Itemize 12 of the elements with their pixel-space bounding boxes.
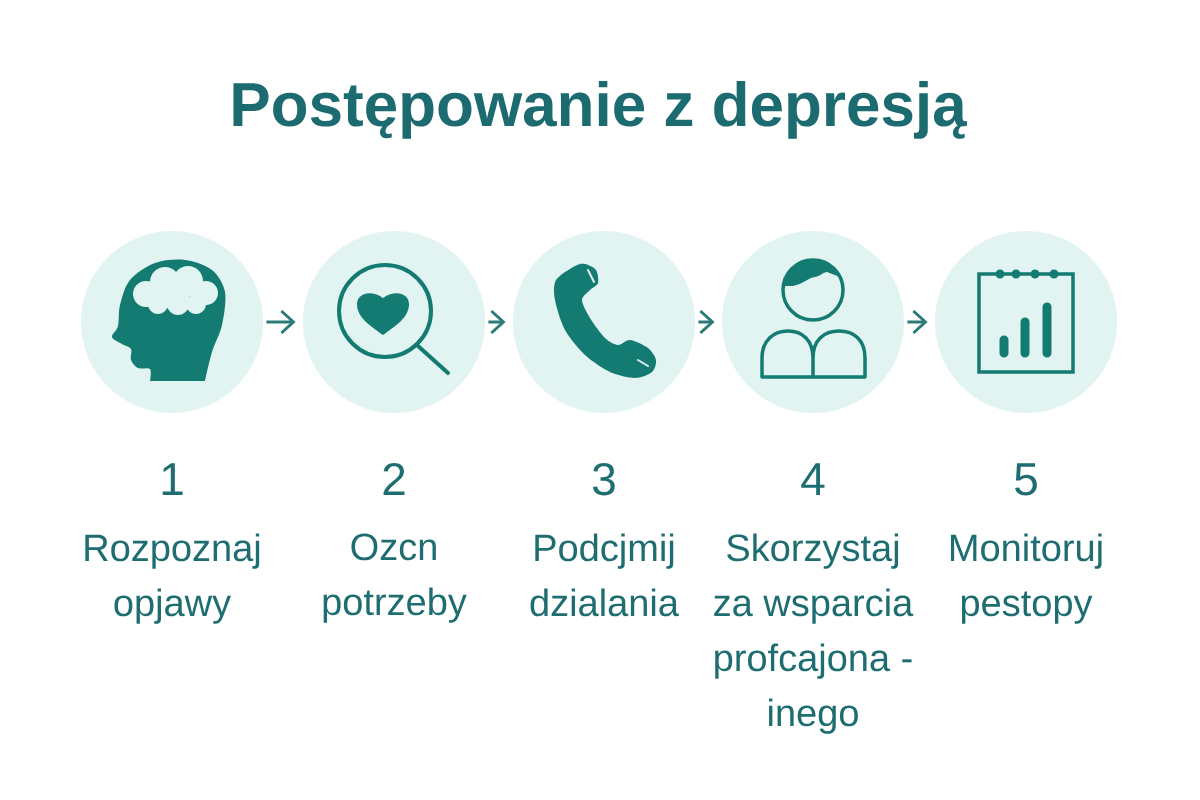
- step-label: Podcjmij dzialania: [530, 533, 679, 617]
- title: Postępowanie z depresją: [233, 81, 968, 139]
- step-label: Rozpoznaj opjawy: [85, 533, 260, 624]
- step-label: Skorzystaj za wsparcia profcajona - inego: [714, 533, 914, 734]
- step-number: 2: [383, 462, 405, 495]
- arrow: [266, 309, 296, 335]
- step-number: 1: [162, 463, 183, 495]
- step-label: Monitoruj pestopy: [950, 533, 1102, 624]
- step-number: 3: [592, 462, 615, 496]
- step-number: 5: [1015, 463, 1037, 496]
- step-number: 4: [801, 463, 825, 495]
- step-label: Ozcn potrzeby: [323, 533, 467, 623]
